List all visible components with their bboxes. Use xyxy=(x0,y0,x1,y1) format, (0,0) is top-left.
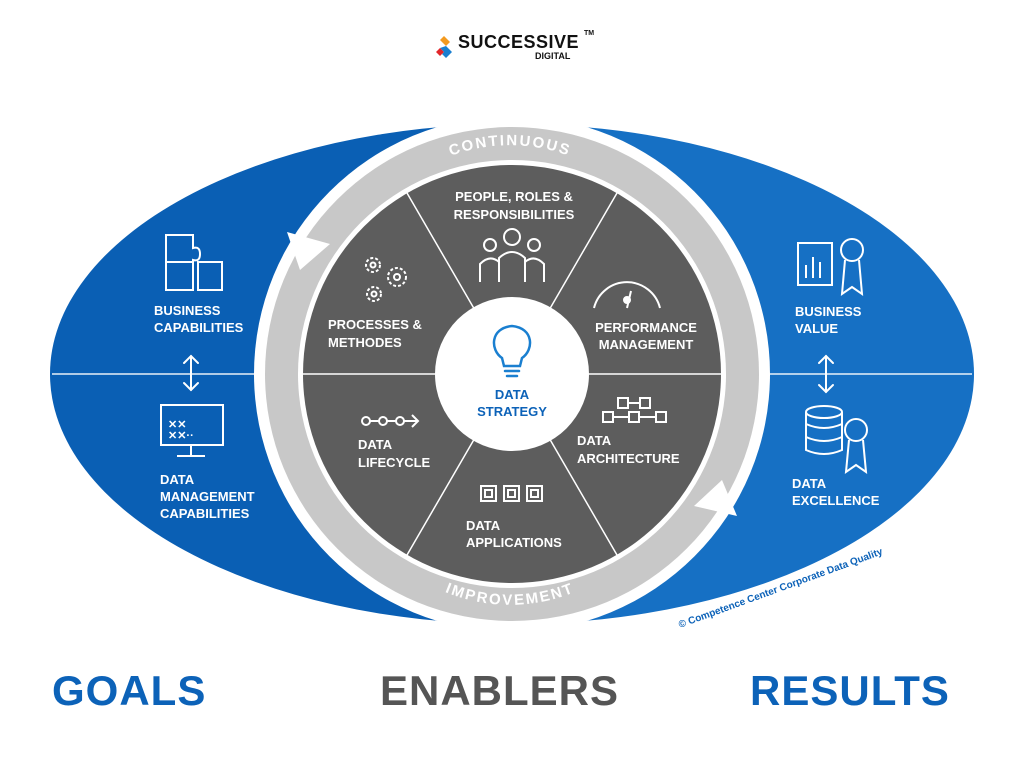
data-excellence-label-1: DATA xyxy=(792,476,827,491)
center-label-line1: DATA xyxy=(495,387,530,402)
gears-icon xyxy=(365,257,407,302)
successive-digital-logo: SUCCESSIVE TM DIGITAL xyxy=(436,30,596,68)
business-capabilities-label-1: BUSINESS xyxy=(154,303,221,318)
goals-heading: GOALS xyxy=(52,667,207,714)
monitor-icon: ✕✕ ✕✕·· xyxy=(160,404,224,457)
ring-arrow-right-notch xyxy=(694,480,737,516)
results-heading: RESULTS xyxy=(750,667,950,714)
center-circle xyxy=(435,297,589,451)
business-value-label-1: BUSINESS xyxy=(795,304,862,319)
data-management-capabilities-label-3: CAPABILITIES xyxy=(160,506,250,521)
applications-icon xyxy=(480,485,543,502)
segment-applications-label-1: DATA xyxy=(466,518,501,533)
logo-wordmark: SUCCESSIVE xyxy=(458,32,580,52)
segment-architecture-label-1: DATA xyxy=(577,433,612,448)
segment-people-label-1: PEOPLE, ROLES & xyxy=(455,189,573,204)
speedometer-icon xyxy=(593,281,661,309)
lightbulb-icon xyxy=(492,324,532,378)
data-management-capabilities-label-2: MANAGEMENT xyxy=(160,489,255,504)
enablers-heading: ENABLERS xyxy=(380,667,620,714)
vertical-double-arrow-icon xyxy=(183,354,199,392)
results-vertical-arrow-icon xyxy=(818,354,834,394)
segment-performance-label-2: MANAGEMENT xyxy=(599,337,694,352)
chart-award-icon xyxy=(797,238,864,297)
logo-trademark: TM xyxy=(584,30,595,37)
architecture-icon xyxy=(602,397,667,423)
segment-processes-label-2: METHODES xyxy=(328,335,402,350)
segment-performance-label-1: PERFORMANCE xyxy=(595,320,697,335)
logo-subtitle: DIGITAL xyxy=(535,51,571,61)
business-capabilities-label-2: CAPABILITIES xyxy=(154,320,244,335)
center-label-line2: STRATEGY xyxy=(477,404,547,419)
segment-architecture-label-2: ARCHITECTURE xyxy=(577,451,680,466)
logo-mark-icon xyxy=(436,36,452,58)
business-value-label-2: VALUE xyxy=(795,321,838,336)
segment-processes-label-1: PROCESSES & xyxy=(328,317,422,332)
segment-people-label-2: RESPONSIBILITIES xyxy=(454,207,575,222)
segment-applications-label-2: APPLICATIONS xyxy=(466,535,562,550)
puzzle-icon xyxy=(165,234,223,291)
people-group-icon xyxy=(479,228,545,282)
segment-lifecycle-label-2: LIFECYCLE xyxy=(358,455,431,470)
svg-text:✕✕··: ✕✕·· xyxy=(168,430,194,442)
svg-text:✕✕: ✕✕ xyxy=(168,419,186,431)
data-excellence-label-2: EXCELLENCE xyxy=(792,493,880,508)
data-management-capabilities-label-1: DATA xyxy=(160,472,195,487)
ring-arrow-left-notch xyxy=(287,232,330,270)
database-award-icon xyxy=(805,405,868,475)
lifecycle-icon xyxy=(361,414,420,428)
segment-lifecycle-label-1: DATA xyxy=(358,437,393,452)
